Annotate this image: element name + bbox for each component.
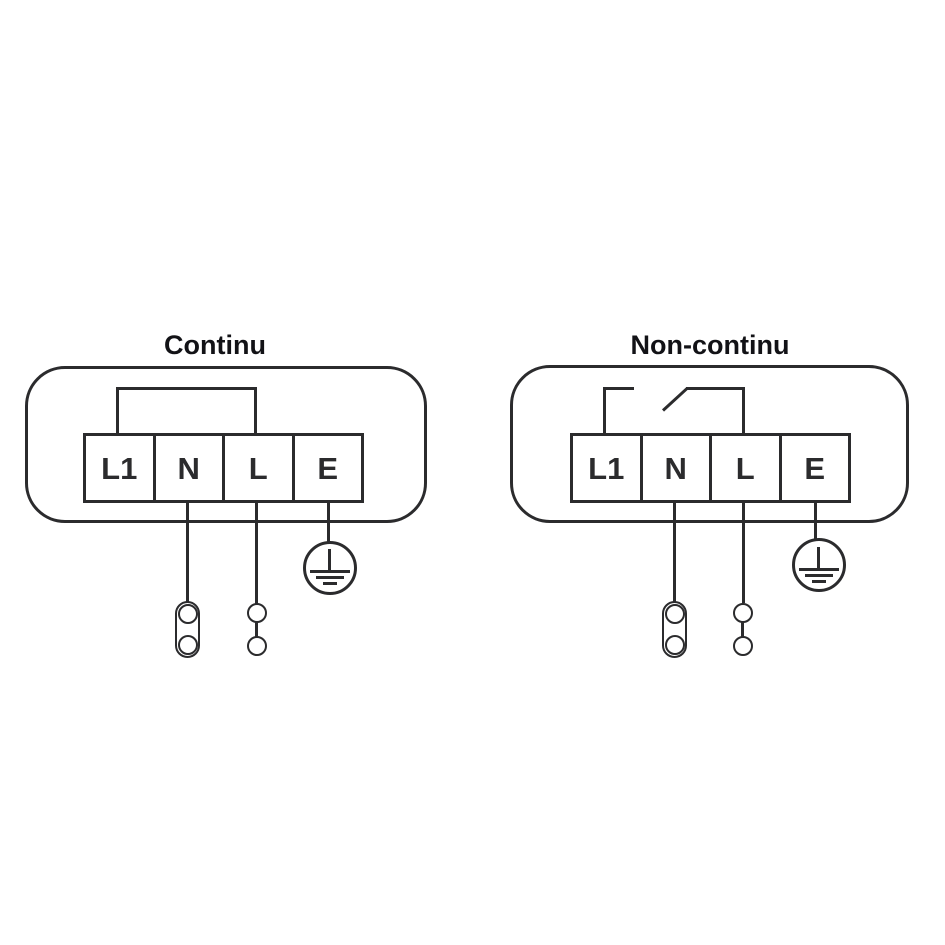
switch-wire-vertical-right (742, 387, 745, 433)
connector-circle-top (733, 603, 753, 623)
pill-connector-outline (662, 601, 687, 658)
terminal-label: L1 (588, 450, 625, 486)
terminal-label: N (177, 450, 200, 486)
terminal-label: E (804, 450, 826, 486)
live-wire (255, 503, 258, 604)
terminal-label: L1 (101, 450, 138, 486)
connector-link-line (255, 622, 258, 637)
earth-wire (327, 503, 330, 542)
terminal-strip: L1 N L E (570, 433, 851, 503)
earth-stem (328, 549, 331, 570)
earth-wire (814, 503, 817, 540)
device-outline (25, 366, 427, 523)
terminal-box-l1: L1 (86, 436, 156, 500)
live-wire (742, 503, 745, 603)
connector-circle-bottom (247, 636, 267, 656)
terminal-label: E (317, 450, 339, 486)
earth-circle (303, 541, 357, 595)
switch-wire-vertical-left (603, 387, 606, 433)
diagram-title: Continu (164, 330, 266, 360)
terminal-label: N (664, 450, 687, 486)
neutral-wire (186, 503, 189, 602)
connector-circle-top (247, 603, 267, 623)
neutral-wire (673, 503, 676, 602)
earth-bar-medium (805, 574, 833, 577)
earth-bar-long (799, 568, 839, 571)
earth-stem (817, 547, 820, 568)
terminal-box-n: N (156, 436, 225, 500)
connector-circle-bottom (665, 635, 685, 655)
connector-link-line (741, 622, 744, 637)
terminal-box-e: E (295, 436, 362, 500)
terminal-label: L (735, 450, 755, 486)
earth-bar-short (812, 580, 826, 583)
connector-circle-top (178, 604, 198, 624)
connector-circle-top (665, 604, 685, 624)
terminal-label: L (248, 450, 268, 486)
jumper-wire-horizontal (116, 387, 257, 390)
pill-connector-outline (175, 601, 200, 658)
terminal-box-l: L (712, 436, 782, 500)
earth-circle (792, 538, 846, 592)
terminal-box-l1: L1 (573, 436, 643, 500)
earth-bar-long (310, 570, 350, 573)
diagram-title: Non-continu (630, 330, 790, 360)
switch-wire-horizontal-right (686, 387, 745, 390)
device-outline (510, 365, 909, 523)
connector-circle-bottom (733, 636, 753, 656)
switch-wire-stub-left (603, 387, 634, 390)
jumper-wire-vertical-left (116, 387, 119, 433)
terminal-box-e: E (782, 436, 849, 500)
earth-bar-medium (316, 576, 344, 579)
earth-bar-short (323, 582, 337, 585)
terminal-box-l: L (225, 436, 295, 500)
connector-circle-bottom (178, 635, 198, 655)
terminal-box-n: N (643, 436, 712, 500)
terminal-strip: L1 N L E (83, 433, 364, 503)
jumper-wire-vertical-right (254, 387, 257, 433)
